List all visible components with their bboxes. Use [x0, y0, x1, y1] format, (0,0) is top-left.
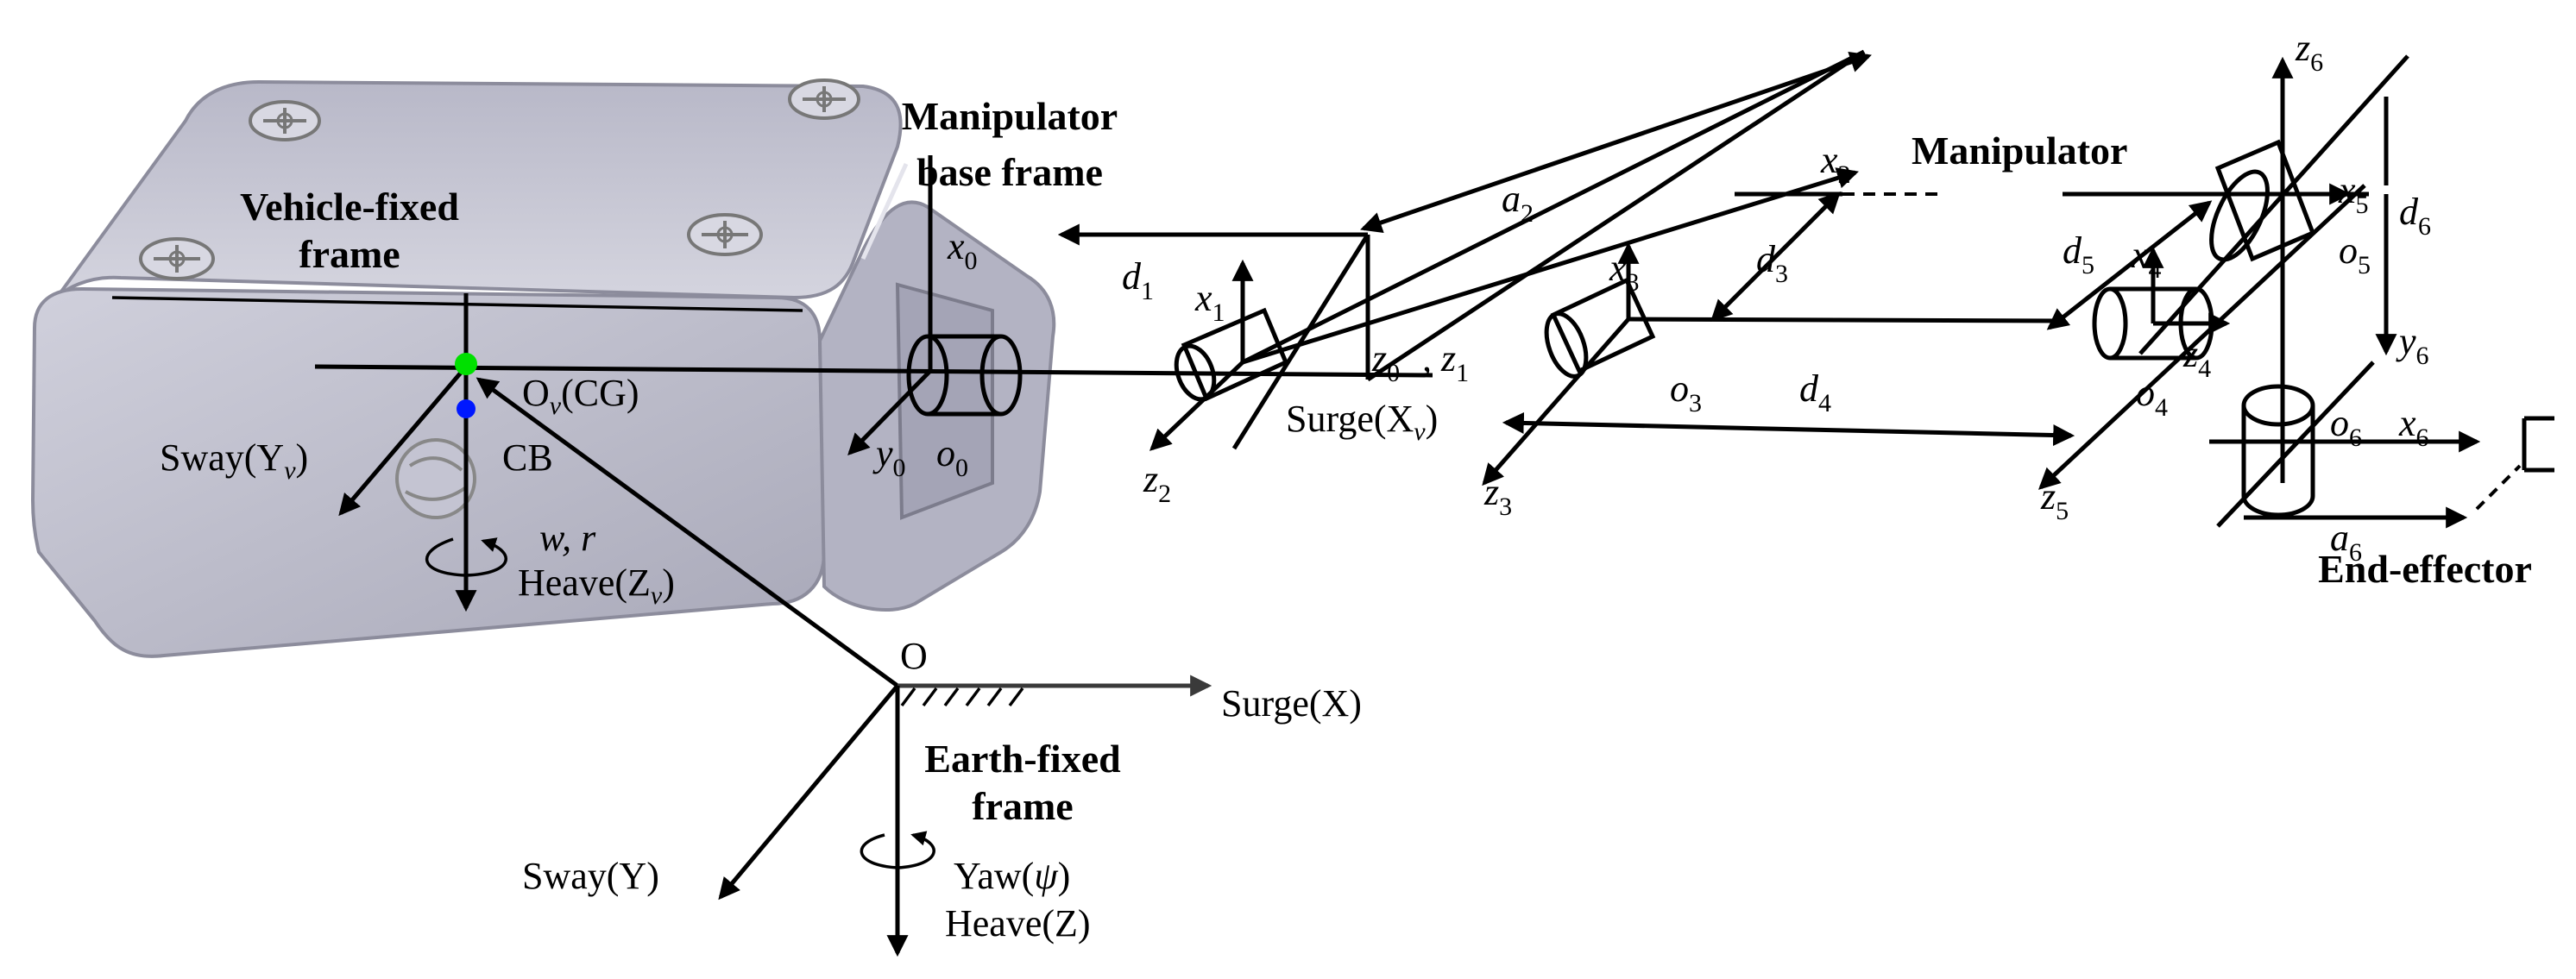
symbol-d6: d6 — [2399, 191, 2431, 241]
symbol-z0z1_a: z0 — [1371, 337, 1400, 387]
vehicle-frame-title: Vehicle-fixed — [240, 185, 459, 229]
w-r-label: w, r — [539, 517, 596, 559]
earth-fixed-frame — [476, 377, 1212, 957]
symbol-o0: o0 — [936, 432, 968, 482]
joint-cylinder — [2209, 139, 2316, 262]
symbol-a6: a6 — [2330, 517, 2362, 567]
joint-cylinder — [906, 334, 1023, 417]
rotation-arrow-icon — [425, 537, 507, 577]
symbol-x3: x3 — [1609, 247, 1640, 297]
manipulator-base-title: Manipulator — [902, 94, 1118, 138]
symbol-d5: d5 — [2063, 229, 2094, 279]
symbol-o5: o5 — [2339, 229, 2371, 279]
earth-frame-title-2: frame — [972, 784, 1073, 828]
symbol-z6: z6 — [2295, 27, 2323, 77]
joint-cylinder — [1174, 307, 1289, 402]
surge-x-label: Surge(X) — [1221, 682, 1362, 725]
kinematic-symbols: x0 y0 o0 z0 , z1 x1 z2 d1 a2 x2 x3 o3 z3 d3 d4 d5 z5 x4 z4… — [872, 27, 2431, 567]
symbol-x4: x4 — [2131, 234, 2162, 284]
thruster-icon — [788, 78, 860, 120]
symbol-o6: o6 — [2330, 402, 2362, 452]
manipulator-title: Manipulator — [1912, 129, 2127, 173]
cb-point — [457, 399, 476, 418]
sway-v-label: Sway(Yv) — [160, 436, 308, 485]
heave-z-label: Heave(Z) — [945, 902, 1091, 944]
symbol-x0: x0 — [947, 225, 978, 275]
symbol-y0: y0 — [872, 432, 906, 482]
earth-frame-title: Earth-fixed — [924, 737, 1121, 781]
symbol-z5: z5 — [2040, 475, 2069, 525]
end-effector-title: End-effector — [2318, 547, 2532, 591]
symbol-o4: o4 — [2136, 372, 2168, 422]
sway-y-label: Sway(Y) — [522, 855, 659, 897]
cb-label: CB — [502, 436, 553, 479]
symbol-d4: d4 — [1799, 367, 1831, 417]
manipulator-base-title-2: base frame — [916, 150, 1103, 194]
heave-v-label: Heave(Zv) — [518, 562, 675, 610]
symbol-a2: a2 — [1502, 178, 1534, 228]
symbol-z4: z4 — [2182, 333, 2211, 383]
symbol-x6: x6 — [2398, 402, 2429, 452]
ground-hatch — [900, 687, 1024, 707]
earth-origin-label: O — [900, 635, 928, 677]
symbol-z0z1_b: , z1 — [1422, 337, 1469, 387]
vehicle-fixed-frame — [314, 293, 1433, 612]
surge-v-label: Surge(Xv) — [1286, 398, 1438, 446]
symbol-o3: o3 — [1670, 367, 1702, 417]
symbol-d3: d3 — [1756, 238, 1788, 288]
thruster-icon — [687, 213, 763, 256]
ov-cg-label: Ov(CG) — [522, 372, 639, 420]
thruster-icon — [249, 100, 321, 141]
vehicle-frame-title-2: frame — [299, 232, 400, 276]
thruster-icon — [395, 438, 476, 519]
rotation-arrow-icon — [860, 831, 935, 869]
symbol-z2: z2 — [1143, 458, 1171, 508]
symbol-d1: d1 — [1122, 255, 1154, 305]
cg-point — [455, 353, 477, 375]
symbol-x2: x2 — [1820, 139, 1851, 189]
text-labels: Vehicle-fixed frame Manipulator base fra… — [160, 27, 2532, 944]
symbol-x5: x5 — [2338, 169, 2369, 219]
symbol-z3: z3 — [1483, 471, 1512, 521]
manipulator-kinematics — [847, 49, 2554, 529]
gripper-icon — [2522, 416, 2554, 473]
symbol-x1: x1 — [1194, 277, 1225, 327]
joint-cylinder — [2241, 384, 2315, 518]
symbol-y6: y6 — [2396, 320, 2429, 370]
yaw-label: Yaw(ψ) — [954, 855, 1070, 897]
thruster-icon — [139, 237, 215, 280]
